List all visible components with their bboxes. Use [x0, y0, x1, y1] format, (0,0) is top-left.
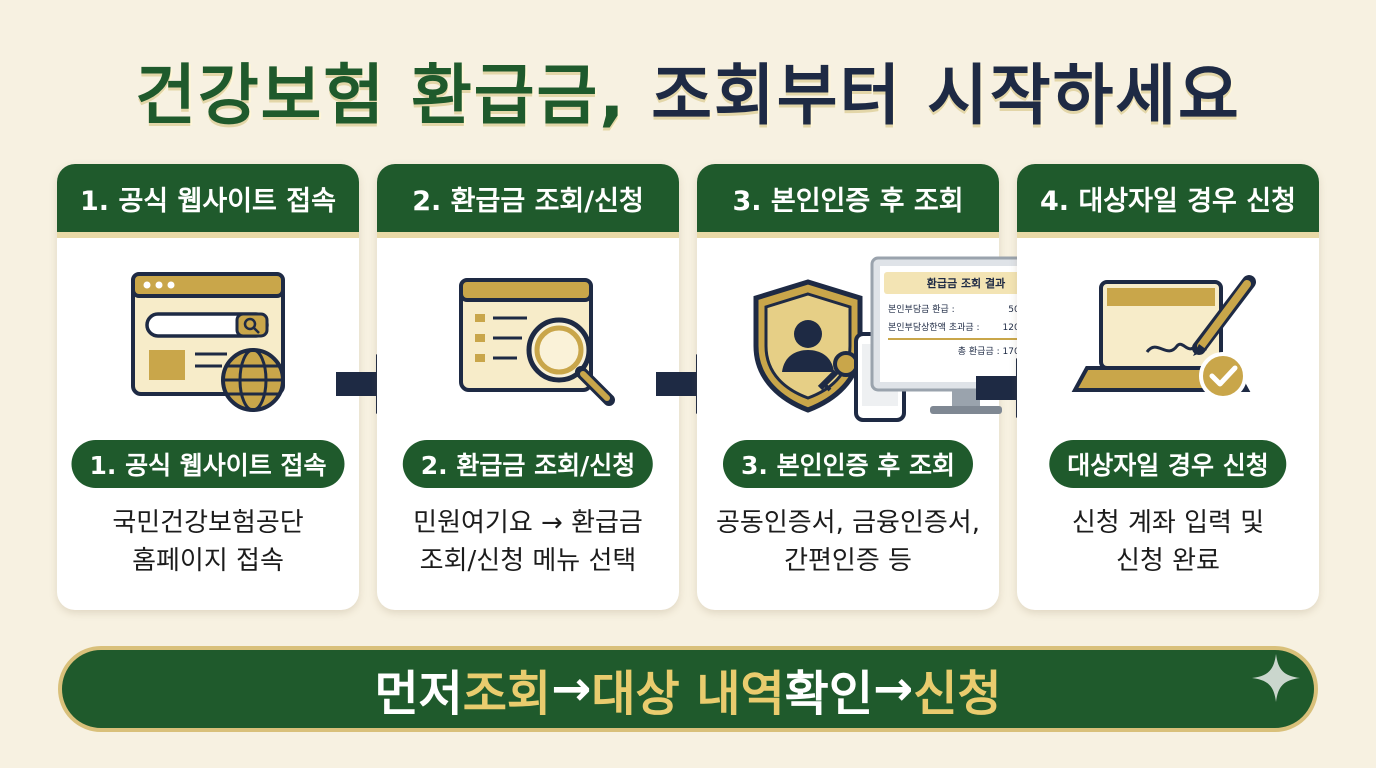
- sparkle-icon: [1252, 654, 1300, 702]
- step-pill: 2. 환급금 조회/신청: [402, 440, 654, 488]
- step-description: 신청 계좌 입력 및 신청 완료: [1017, 504, 1319, 580]
- monitor-total: 총 환급금 : 170,000원: [957, 347, 1048, 357]
- step-card-1: 1. 공식 웹사이트 접속 1. 공식 웹사이트 접속 국민건강보험공단 홈페이…: [57, 164, 359, 610]
- browser-globe-icon: [57, 252, 359, 432]
- desc-line-1: 공동인증서, 금융인증서,: [716, 508, 980, 538]
- step-description: 공동인증서, 금융인증서, 간편인증 등: [697, 504, 999, 580]
- document-magnifier-icon: [377, 252, 679, 432]
- title-part2: 조회부터 시작하세요: [651, 57, 1241, 134]
- desc-line-2: 간편인증 등: [784, 546, 912, 576]
- banner-text: 확인: [784, 666, 873, 722]
- desc-line-1: 신청 계좌 입력 및: [1071, 508, 1265, 538]
- banner-highlight: 신청: [913, 666, 1002, 722]
- step-description: 국민건강보험공단 홈페이지 접속: [57, 504, 359, 580]
- step-card-4: 4. 대상자일 경우 신청 대상자일 경우 신청 신청 계좌 입력 및 신청 완…: [1017, 164, 1319, 610]
- step-card-2: 2. 환급금 조회/신청 2. 환급금 조회/신청 민원여기요 → 환급금 조회…: [377, 164, 679, 610]
- desc-line-2: 홈페이지 접속: [132, 546, 284, 576]
- laptop-pen-check-icon: [1017, 252, 1319, 432]
- desc-line-1: 민원여기요 → 환급금: [413, 508, 643, 538]
- step-pill: 1. 공식 웹사이트 접속: [71, 440, 345, 488]
- desc-line-2: 신청 완료: [1116, 546, 1220, 576]
- banner-arrow: →: [873, 661, 914, 717]
- step-header: 2. 환급금 조회/신청: [377, 164, 679, 238]
- desc-line-1: 국민건강보험공단: [112, 508, 304, 538]
- step-pill: 대상자일 경우 신청: [1049, 440, 1287, 488]
- step-pill: 3. 본인인증 후 조회: [722, 440, 974, 488]
- step-description: 민원여기요 → 환급금 조회/신청 메뉴 선택: [377, 504, 679, 580]
- step-header: 1. 공식 웹사이트 접속: [57, 164, 359, 238]
- step-header: 3. 본인인증 후 조회: [697, 164, 999, 238]
- page-title: 건강보험 환급금, 조회부터 시작하세요: [0, 42, 1376, 138]
- monitor-title: 환급금 조회 결과: [884, 272, 1048, 294]
- desc-line-2: 조회/신청 메뉴 선택: [419, 546, 637, 576]
- step-header: 4. 대상자일 경우 신청: [1017, 164, 1319, 238]
- banner-highlight: 대상 내역: [591, 666, 785, 722]
- banner-highlight: 조회: [462, 666, 552, 722]
- summary-banner: 먼저 조회 → 대상 내역 확인 → 신청: [58, 646, 1318, 732]
- banner-text: 먼저: [374, 666, 463, 722]
- title-part1: 건강보험 환급금,: [135, 57, 627, 134]
- banner-arrow: →: [551, 661, 592, 717]
